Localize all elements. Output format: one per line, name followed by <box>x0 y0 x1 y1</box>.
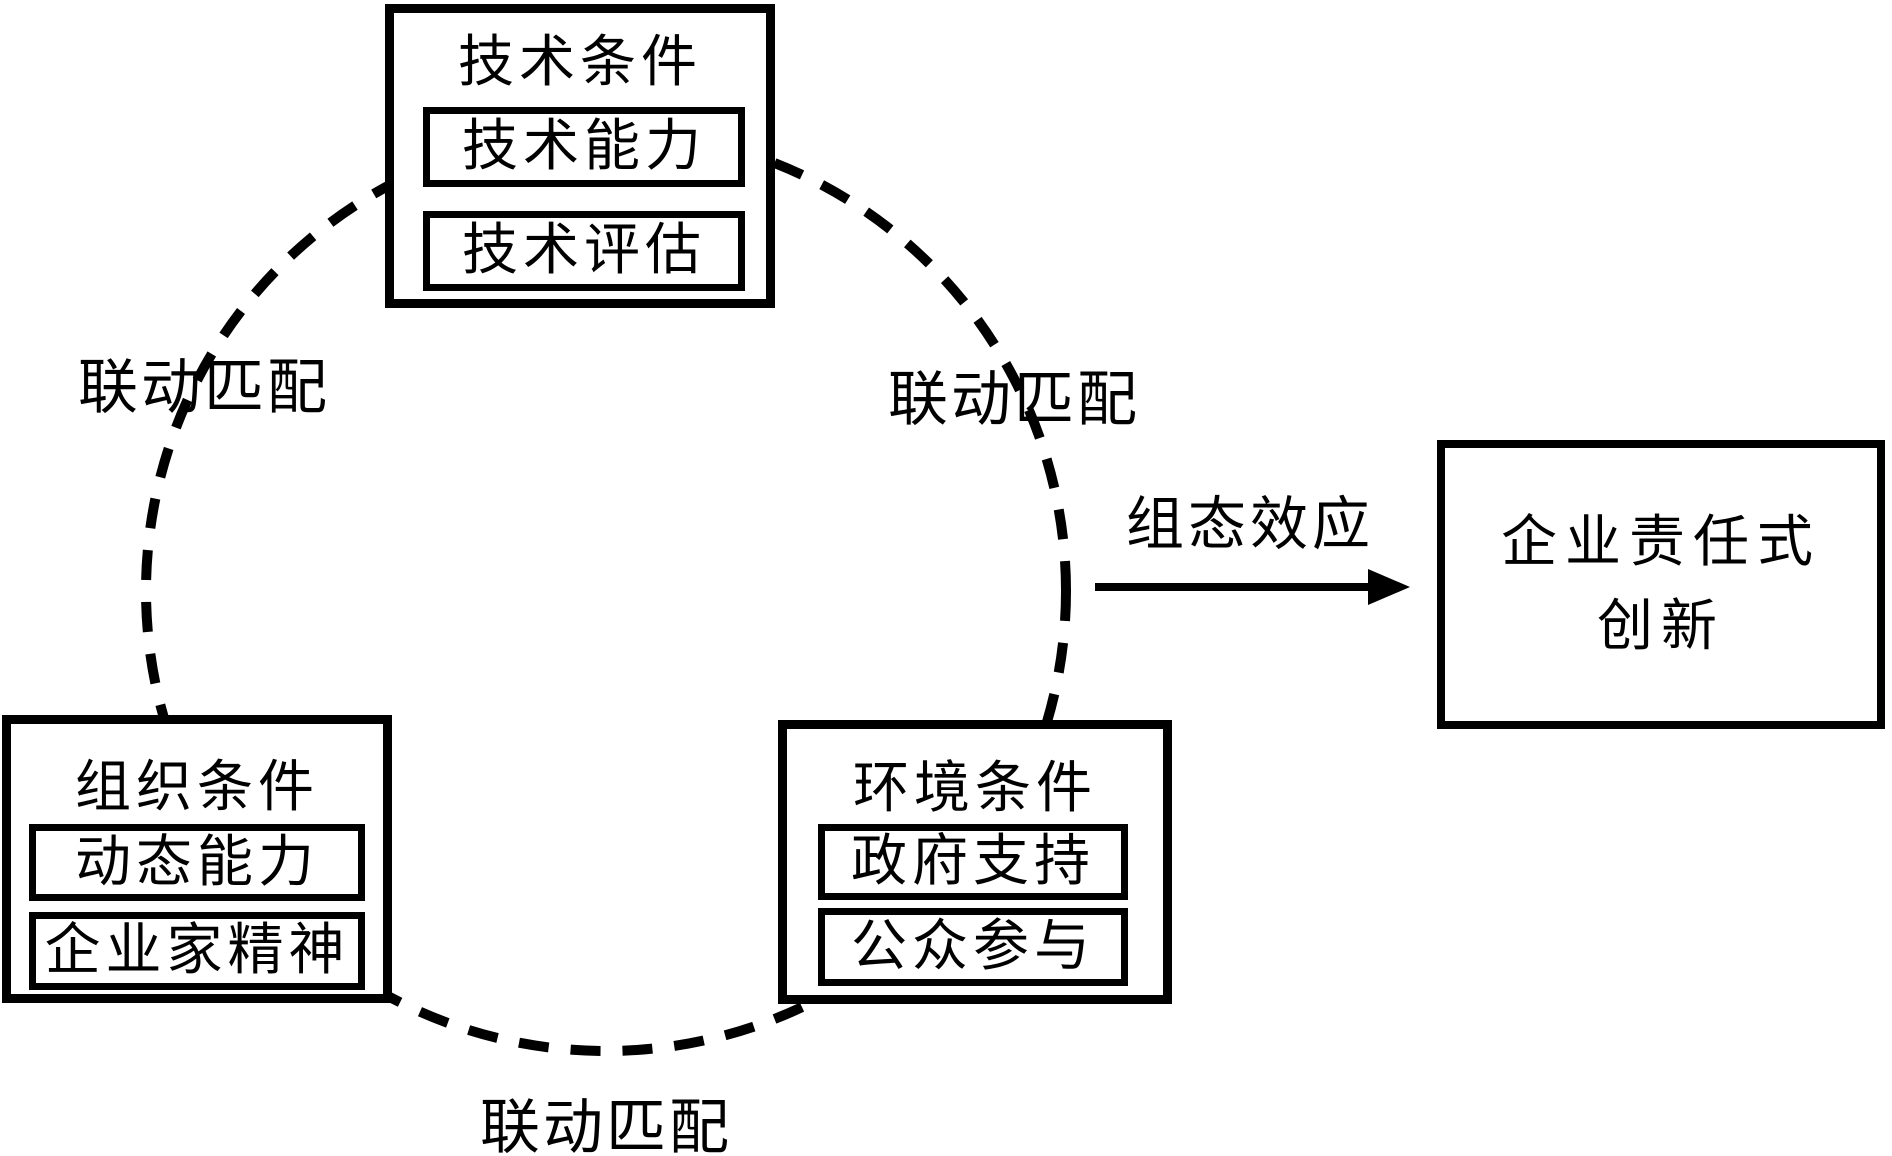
configuration-arrow <box>1095 569 1410 605</box>
node-outcome-line-1: 企业责任式 <box>1501 511 1821 574</box>
node-organization-item-entrepreneurship: 企业家精神 <box>29 912 365 990</box>
label-linkage-right: 联动匹配 <box>888 367 1140 433</box>
node-technology-item-capability: 技术能力 <box>423 107 745 187</box>
node-environment-item-public-participation: 公众参与 <box>818 908 1128 986</box>
node-outcome: 企业责任式 创新 <box>1437 440 1885 729</box>
node-technology-title: 技术条件 <box>458 32 702 94</box>
node-environment: 环境条件 政府支持 公众参与 <box>778 720 1172 1004</box>
label-configuration-effect: 组态效应 <box>1126 492 1375 557</box>
node-organization: 组织条件 动态能力 企业家精神 <box>2 715 392 1003</box>
node-technology-item-evaluation: 技术评估 <box>423 211 745 291</box>
label-linkage-left: 联动匹配 <box>78 355 330 421</box>
node-environment-title: 环境条件 <box>853 758 1097 820</box>
node-organization-item-dynamic-capability: 动态能力 <box>29 824 365 901</box>
configuration-arrow-head <box>1368 569 1410 605</box>
label-linkage-bottom: 联动匹配 <box>480 1095 732 1156</box>
node-technology: 技术条件 技术能力 技术评估 <box>385 4 775 308</box>
node-environment-item-government-support: 政府支持 <box>818 824 1128 900</box>
node-organization-title: 组织条件 <box>75 757 319 819</box>
linkage-dashed-circle <box>141 126 1071 1056</box>
node-outcome-line-2: 创新 <box>1597 595 1725 658</box>
